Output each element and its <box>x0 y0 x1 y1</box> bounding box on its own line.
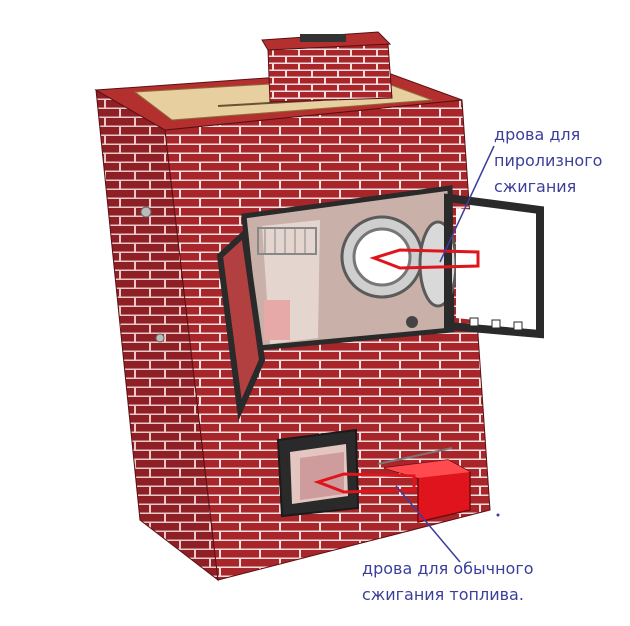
inner-pipe <box>264 300 290 340</box>
normal-annotation-line1: дрова для обычного <box>362 559 534 578</box>
ash-door-rail <box>377 447 453 465</box>
normal-annotation: дрова для обычного сжигания топлива. <box>362 556 534 608</box>
pyrolysis-leader-line <box>439 145 495 263</box>
side-bolt-1 <box>140 206 152 218</box>
inner-rack <box>257 227 317 255</box>
pyrolysis-annotation: дрова для пиролизного сжигания <box>494 122 602 200</box>
upper-right-door <box>444 193 544 339</box>
porthole-knob <box>406 316 418 328</box>
normal-arrow <box>313 472 416 494</box>
chimney-front <box>267 43 393 103</box>
pyrolysis-arrow <box>369 248 480 270</box>
side-bolt-2 <box>155 333 165 343</box>
right-door-window <box>456 208 532 326</box>
upper-left-door <box>216 227 266 422</box>
stray-dot <box>496 513 500 517</box>
normal-leader-line <box>395 485 461 563</box>
pyrolysis-annotation-line3: сжигания <box>494 177 577 196</box>
chimney-grate <box>300 34 346 42</box>
normal-annotation-line2: сжигания топлива. <box>362 585 524 604</box>
pyrolysis-annotation-line2: пиролизного <box>494 151 603 170</box>
pyrolysis-annotation-line1: дрова для <box>494 125 581 144</box>
